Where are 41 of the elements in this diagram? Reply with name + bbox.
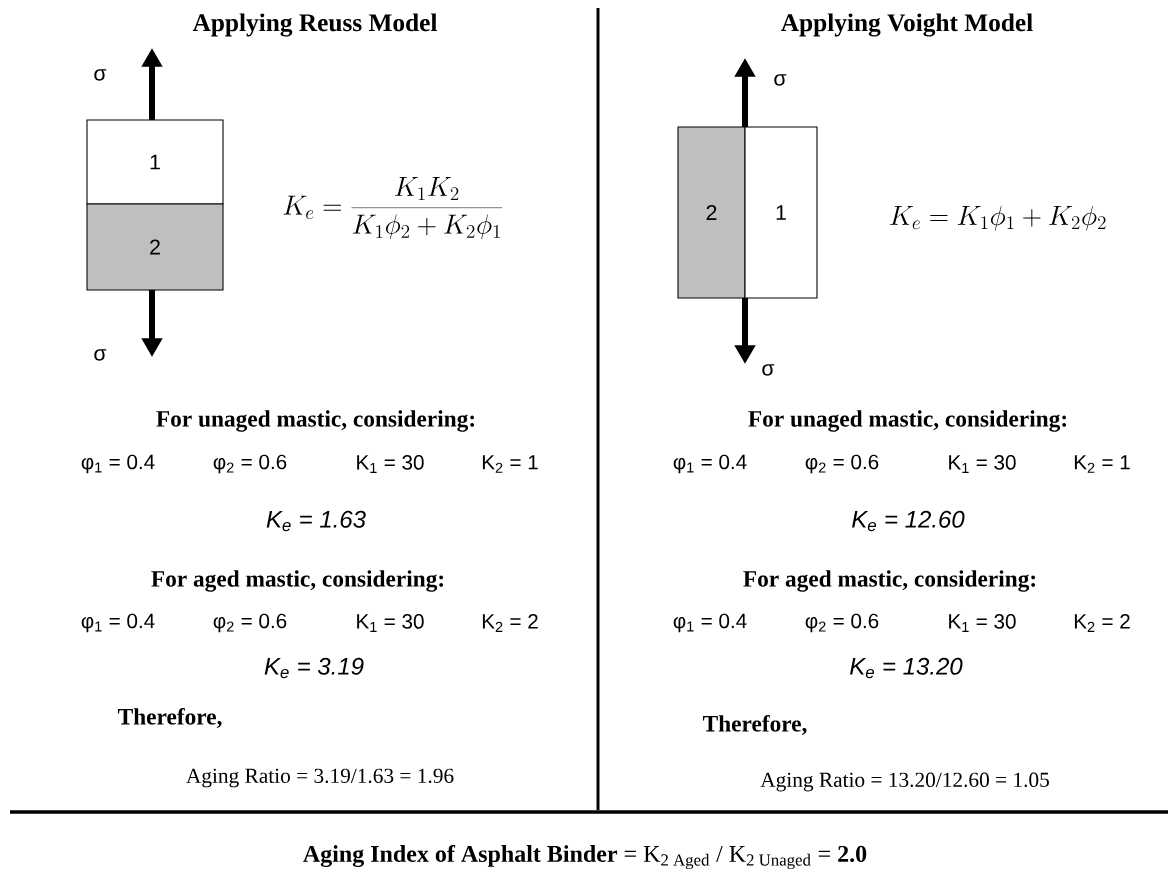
- parameter-value: K$_{1}$ = 30: [357, 455, 424, 473]
- parameter-value: K$_{2}$ = 1: [1074, 455, 1130, 473]
- aging-index: Aging Index of Asphalt Binder = K$_{2 Aged}$ / K$_{2 Unaged}$ = 2.0: [303, 844, 867, 870]
- parameter-value: K$_{1}$ = 30: [949, 455, 1016, 473]
- formula: $K_e = K_1\phi_1 + K_2\phi_2$: [890, 205, 1106, 231]
- parameter-value: φ$_{1}$ = 0.4: [673, 613, 747, 633]
- layer-box: 2: [677, 126, 746, 299]
- result-value: K$_{e}$ = 12.60: [852, 510, 965, 532]
- layer-box: 1: [86, 119, 224, 205]
- result-value: K$_{e}$ = 1.63: [266, 510, 366, 532]
- parameter-value: K$_{2}$ = 1: [482, 455, 538, 473]
- parameter-value: φ$_{1}$ = 0.4: [81, 454, 155, 474]
- parameter-value: K$_{1}$ = 30: [949, 614, 1016, 632]
- stress-symbol: σ: [94, 69, 107, 81]
- heading: Applying Voight Model: [781, 13, 1033, 37]
- result-value: K$_{e}$ = 3.19: [264, 657, 364, 679]
- subheading: For aged mastic, considering:: [743, 570, 1036, 592]
- parameter-value: K$_{1}$ = 30: [357, 614, 424, 632]
- subheading: Therefore,: [118, 707, 222, 728]
- aging-ratio: Aging Ratio = 13.20/12.60 = 1.05: [760, 772, 1049, 792]
- parameter-value: φ$_{1}$ = 0.4: [673, 454, 747, 474]
- subheading: Therefore,: [703, 714, 807, 735]
- parameter-value: φ$_{2}$ = 0.6: [805, 454, 879, 474]
- stress-symbol: σ: [762, 364, 775, 376]
- layer-box: 1: [744, 126, 818, 299]
- heading: Applying Reuss Model: [192, 13, 437, 37]
- stress-symbol: σ: [94, 349, 107, 361]
- parameter-value: K$_{2}$ = 2: [482, 614, 538, 632]
- parameter-value: K$_{2}$ = 2: [1074, 614, 1130, 632]
- subheading: For unaged mastic, considering:: [748, 410, 1066, 432]
- subheading: For unaged mastic, considering:: [156, 410, 474, 432]
- layer-box: 2: [86, 203, 224, 291]
- stress-symbol: σ: [774, 74, 787, 86]
- parameter-value: φ$_{2}$ = 0.6: [213, 454, 287, 474]
- formula: $K_e = \frac{K_1 K_2}{K_1\phi_2 + K_2\phi_1}$: [283, 177, 503, 240]
- parameter-value: φ$_{2}$ = 0.6: [213, 613, 287, 633]
- aging-ratio: Aging Ratio = 3.19/1.63 = 1.96: [186, 768, 454, 788]
- parameter-value: φ$_{1}$ = 0.4: [81, 613, 155, 633]
- result-value: K$_{e}$ = 13.20: [850, 657, 963, 679]
- subheading: For aged mastic, considering:: [151, 570, 444, 592]
- parameter-value: φ$_{2}$ = 0.6: [805, 613, 879, 633]
